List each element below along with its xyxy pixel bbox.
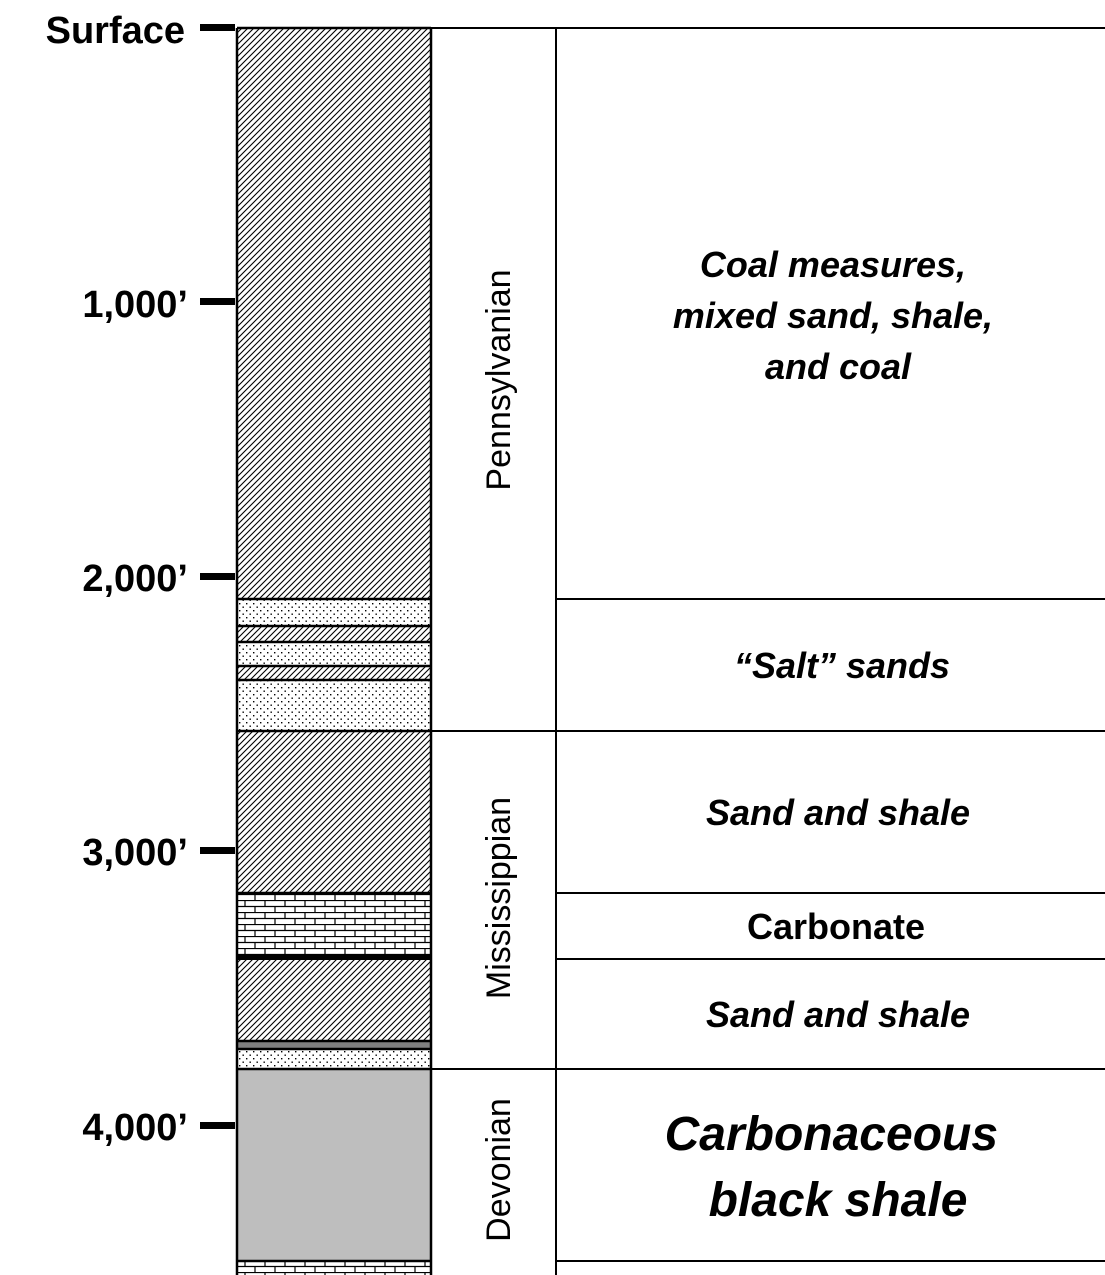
unit-coal-measures: Coal measures, mixed sand, shale, and co… xyxy=(673,244,1003,387)
coal-measures-lithology xyxy=(237,28,431,599)
period-label-devonian: Devonian xyxy=(480,1098,518,1242)
carbonate-lithology xyxy=(237,893,431,956)
unit-salt-sands: “Salt” sands xyxy=(734,645,950,686)
depth-label-3000: 3,000’ xyxy=(82,832,188,874)
unit-black-shale-line-1: Carbonaceous xyxy=(665,1108,998,1161)
unit-coal-measures-line-3: and coal xyxy=(765,346,912,387)
depth-axis: Surface 1,000’ 2,000’ 3,000’ 4,000’ xyxy=(46,10,235,1149)
depth-tick-4000 xyxy=(200,1122,235,1129)
unit-sand-shale-lower: Sand and shale xyxy=(706,994,970,1035)
unit-black-shale-line-2: black shale xyxy=(709,1174,968,1227)
shale-layer-1 xyxy=(237,626,431,642)
depth-label-1000: 1,000’ xyxy=(82,284,188,326)
depth-label-4000: 4,000’ xyxy=(82,1107,188,1149)
basal-carbonate-layer xyxy=(237,1261,431,1275)
period-label-pennsylvanian: Pennsylvanian xyxy=(480,269,518,490)
unit-coal-measures-line-1: Coal measures, xyxy=(700,244,966,285)
carbonate-base-line xyxy=(237,955,431,960)
unit-sand-shale-upper: Sand and shale xyxy=(706,792,970,833)
unit-black-shale: Carbonaceous black shale xyxy=(665,1108,1012,1227)
depth-tick-2000 xyxy=(200,573,235,580)
depth-label-surface: Surface xyxy=(46,10,185,52)
period-label-mississippian: Mississippian xyxy=(480,797,518,999)
shale-layer-2 xyxy=(237,666,431,680)
sand-shale-upper-lithology xyxy=(237,731,431,893)
sand-shale-lower-lithology xyxy=(237,959,431,1041)
salt-sand-layer-1 xyxy=(237,599,431,626)
salt-sand-layer-2 xyxy=(237,642,431,666)
depth-label-2000: 2,000’ xyxy=(82,558,188,600)
basal-sand-layer xyxy=(237,1049,431,1069)
thin-shale-layer xyxy=(237,1041,431,1049)
unit-coal-measures-line-2: mixed sand, shale, xyxy=(673,295,993,336)
depth-tick-1000 xyxy=(200,298,235,305)
depth-tick-3000 xyxy=(200,847,235,854)
period-unit-grid xyxy=(431,27,1105,1275)
lithology-column xyxy=(235,26,433,1275)
black-shale-lithology xyxy=(237,1069,431,1261)
unit-carbonate: Carbonate xyxy=(747,906,925,947)
salt-sand-layer-3 xyxy=(237,680,431,731)
depth-tick-surface xyxy=(200,24,235,31)
